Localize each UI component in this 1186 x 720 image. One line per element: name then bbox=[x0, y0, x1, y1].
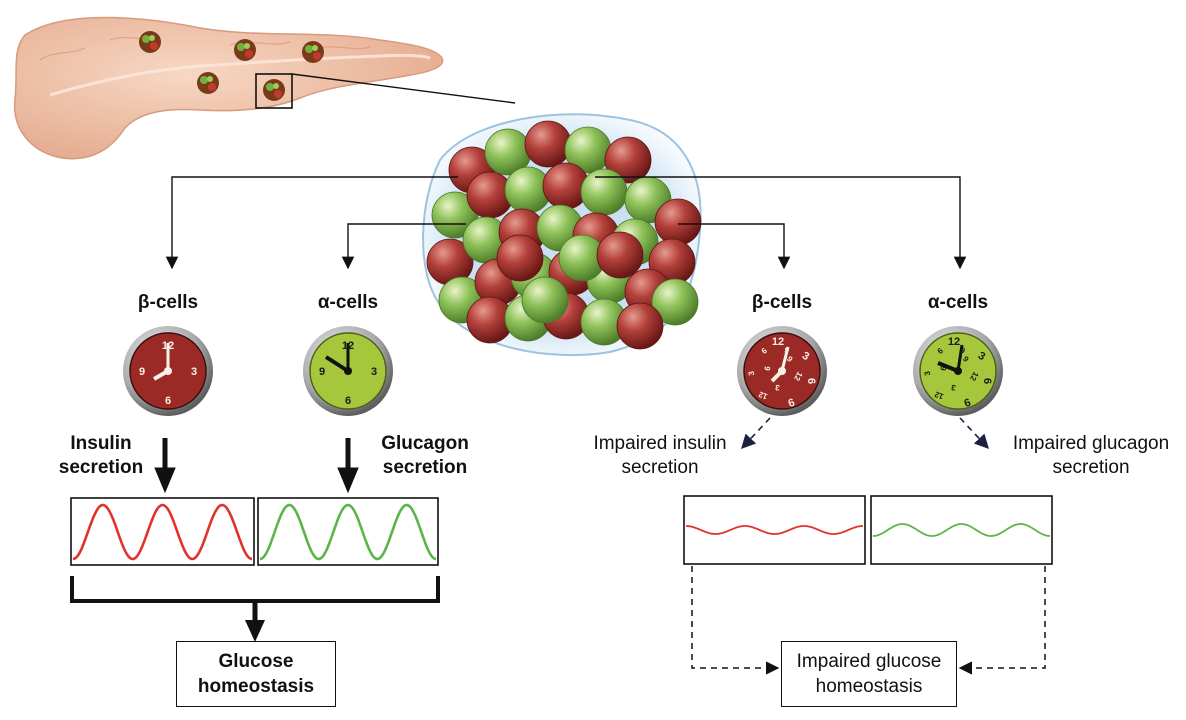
islet-dot bbox=[263, 79, 285, 101]
clock-number: 6 bbox=[981, 378, 993, 384]
alpha-cell bbox=[580, 168, 628, 216]
clock-number: 9 bbox=[961, 354, 971, 364]
islet-dot bbox=[234, 39, 256, 61]
pancreas-illustration bbox=[13, 16, 516, 160]
svg-text:9: 9 bbox=[139, 366, 145, 378]
glucagon-secretion-line1: Glucagon bbox=[381, 433, 469, 454]
clock-number: 6 bbox=[805, 378, 817, 384]
glucagon-wave-box bbox=[257, 497, 439, 566]
alpha-cell bbox=[651, 278, 699, 326]
clock-number: 12 bbox=[933, 389, 945, 401]
clock-number: 9 bbox=[959, 346, 966, 356]
svg-text:9: 9 bbox=[319, 366, 325, 378]
clock-number: 12 bbox=[948, 336, 960, 348]
clock-number: 12 bbox=[772, 336, 784, 348]
impaired-glucagon-wave bbox=[873, 523, 1050, 537]
insulin-secretion-line1: Insulin bbox=[70, 433, 132, 454]
impaired-glucagon-secretion-label: Impaired glucagon secretion bbox=[998, 432, 1184, 480]
insulin-wave-box bbox=[70, 497, 255, 566]
zoom-box bbox=[255, 73, 293, 109]
glucagon-wave bbox=[259, 503, 437, 561]
left-alpha-cells-title: α-cells bbox=[317, 292, 379, 313]
svg-text:3: 3 bbox=[191, 366, 197, 378]
secretion-arrows bbox=[154, 438, 359, 494]
clock-icon: 12 3 6 9 bbox=[123, 326, 213, 416]
beta-cell bbox=[496, 234, 544, 282]
impaired-glucagon-line2: secretion bbox=[1052, 457, 1130, 478]
right-alpha-cells-title: α-cells bbox=[927, 292, 989, 313]
clock-number: 9 bbox=[786, 395, 796, 408]
clock-number: 12 bbox=[757, 389, 769, 401]
clock-icon: 12 3 6 9 bbox=[303, 326, 393, 416]
impaired-glucagon-line1: Impaired glucagon bbox=[1012, 433, 1170, 454]
clock-number: 6 bbox=[939, 365, 949, 371]
clock-number: 3 bbox=[976, 350, 987, 363]
impaired-arrows bbox=[741, 417, 989, 450]
clock-icon: 123691236912369 bbox=[737, 326, 827, 416]
left-beta-cells-title: β-cells bbox=[137, 292, 199, 313]
islet-dot bbox=[197, 72, 219, 94]
glucose-homeostasis-line2: homeostasis bbox=[197, 676, 315, 697]
glucose-homeostasis-line1: Glucose bbox=[218, 651, 294, 672]
clock-number: 6 bbox=[936, 346, 946, 356]
beta-cell bbox=[596, 231, 644, 279]
impaired-insulin-line1: Impaired insulin bbox=[593, 433, 727, 454]
right-beta-cells-title: β-cells bbox=[751, 292, 813, 313]
clock-number: 3 bbox=[774, 383, 780, 393]
islet-dot bbox=[302, 41, 324, 63]
impaired-glucagon-wave-box bbox=[870, 495, 1053, 565]
homeostasis-bracket bbox=[70, 576, 440, 642]
clock-number: 6 bbox=[760, 346, 770, 356]
glucose-homeostasis-box: Glucose homeostasis bbox=[176, 641, 336, 707]
insulin-wave bbox=[72, 503, 253, 561]
clock-number: 3 bbox=[950, 383, 956, 393]
glucagon-secretion-label: Glucagon secretion bbox=[370, 432, 480, 480]
islet-dot bbox=[139, 31, 161, 53]
insulin-secretion-line2: secretion bbox=[58, 457, 144, 478]
beta-cell bbox=[604, 136, 652, 184]
beta-cell bbox=[654, 198, 702, 246]
impaired-insulin-secretion-label: Impaired insulin secretion bbox=[570, 432, 750, 480]
connector-lines bbox=[165, 176, 967, 270]
glucagon-secretion-line2: secretion bbox=[382, 457, 468, 478]
beta-cell bbox=[524, 120, 572, 168]
impaired-homeostasis-line1: Impaired glucose bbox=[796, 651, 942, 672]
impaired-insulin-line2: secretion bbox=[621, 457, 699, 478]
clock-number: 9 bbox=[962, 395, 972, 408]
svg-text:6: 6 bbox=[345, 395, 351, 407]
zoom-line bbox=[291, 73, 516, 104]
clock-number: 3 bbox=[747, 370, 757, 376]
clock-number: 3 bbox=[923, 370, 933, 376]
islet-cluster-illustration bbox=[422, 113, 702, 357]
impaired-glucose-homeostasis-box: Impaired glucose homeostasis bbox=[781, 641, 957, 707]
alpha-cell bbox=[521, 276, 569, 324]
clock-number: 6 bbox=[763, 365, 773, 371]
clock-number: 3 bbox=[800, 350, 811, 363]
impaired-homeostasis-connector bbox=[691, 566, 1046, 675]
impaired-homeostasis-line2: homeostasis bbox=[815, 676, 923, 697]
impaired-insulin-wave-box bbox=[683, 495, 866, 565]
svg-text:6: 6 bbox=[165, 395, 171, 407]
insulin-secretion-label: Insulin secretion bbox=[46, 432, 156, 480]
clock-number: 9 bbox=[785, 354, 795, 364]
svg-text:3: 3 bbox=[371, 366, 377, 378]
beta-cell bbox=[616, 302, 664, 350]
clock-icon: 123691236912369 bbox=[913, 326, 1003, 416]
impaired-insulin-wave bbox=[686, 525, 863, 535]
